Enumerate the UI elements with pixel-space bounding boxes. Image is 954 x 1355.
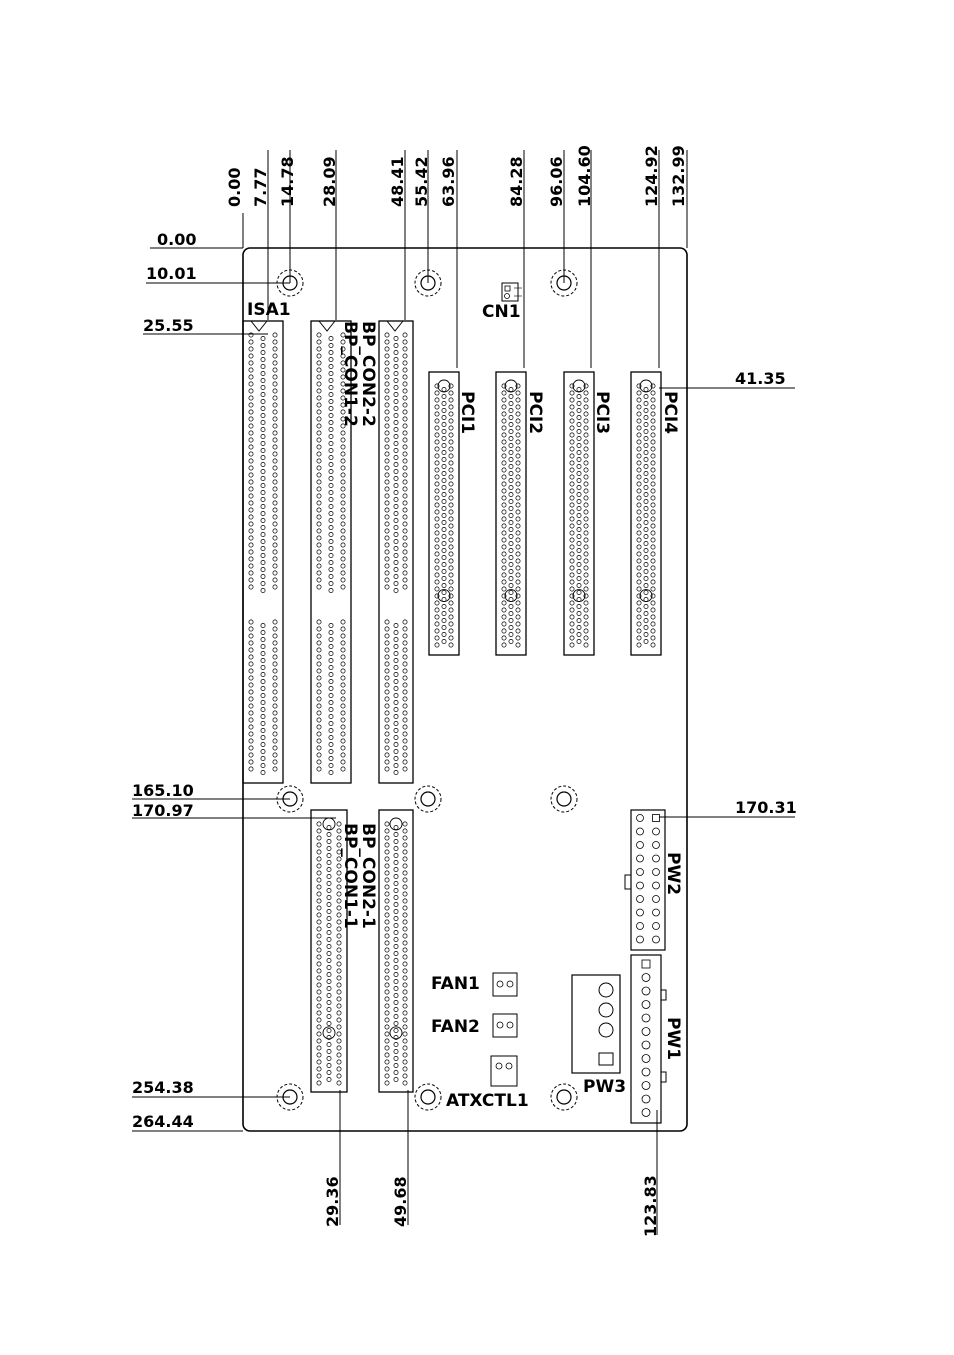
right-dimensions: 41.35 170.31 bbox=[735, 369, 797, 817]
top-dim-7: 84.28 bbox=[507, 156, 526, 207]
pci4-slot bbox=[630, 371, 662, 656]
label-bp-con1-2: BP_CON1-2 bbox=[340, 321, 360, 427]
bp-con2-2-slot bbox=[378, 320, 414, 784]
bp-con1-1-slot bbox=[310, 809, 348, 1093]
top-dim-9: 104.60 bbox=[575, 145, 594, 207]
label-pci3: PCI3 bbox=[592, 391, 612, 434]
bottom-leader-lines bbox=[339, 1090, 658, 1235]
label-bp-con2-2: BP_CON2-2 bbox=[358, 321, 378, 427]
label-atxctl1: ATXCTL1 bbox=[446, 1091, 529, 1111]
left-leader-lines bbox=[132, 247, 336, 1132]
top-dimensions: 0.00 7.77 14.78 28.09 48.41 55.42 63.96 … bbox=[225, 145, 688, 207]
mounting-hole bbox=[414, 1083, 442, 1111]
mounting-hole bbox=[550, 785, 578, 813]
bottom-dimensions: 29.36 49.68 123.83 bbox=[323, 1175, 660, 1237]
top-dim-0: 0.00 bbox=[225, 168, 244, 207]
bottom-dim-1: 49.68 bbox=[391, 1176, 410, 1227]
mounting-hole bbox=[414, 269, 442, 297]
top-dim-2: 14.78 bbox=[278, 156, 297, 207]
cn1-connector bbox=[501, 282, 522, 302]
left-dim-0: 0.00 bbox=[157, 230, 196, 249]
top-dim-3: 28.09 bbox=[320, 156, 339, 207]
top-leader-lines bbox=[242, 150, 688, 368]
mounting-hole bbox=[276, 1083, 304, 1111]
isa1-slot bbox=[242, 320, 284, 784]
left-dim-4: 170.97 bbox=[132, 801, 194, 820]
bottom-dim-0: 29.36 bbox=[323, 1176, 342, 1227]
label-pw3: PW3 bbox=[583, 1077, 626, 1097]
label-pw2: PW2 bbox=[663, 852, 683, 895]
component-labels: ISA1 CN1 BP_CON2-2 BP_CON1-2 PCI1 PCI2 P… bbox=[247, 300, 683, 1111]
left-dim-6: 264.44 bbox=[132, 1112, 194, 1131]
label-bp-con1-1: BP_CON1-1 bbox=[340, 823, 360, 929]
mounting-hole bbox=[550, 1083, 578, 1111]
label-isa1: ISA1 bbox=[247, 300, 291, 320]
pw3-connector bbox=[571, 974, 621, 1074]
top-dim-4: 48.41 bbox=[388, 156, 407, 207]
label-fan1: FAN1 bbox=[431, 974, 480, 994]
bottom-dim-2: 123.83 bbox=[641, 1175, 660, 1237]
left-dim-5: 254.38 bbox=[132, 1078, 194, 1097]
pci1-slot bbox=[428, 371, 460, 656]
label-bp-con2-1: BP_CON2-1 bbox=[358, 823, 378, 929]
top-dim-8: 96.06 bbox=[547, 156, 566, 207]
label-pw1: PW1 bbox=[663, 1017, 683, 1060]
label-fan2: FAN2 bbox=[431, 1017, 480, 1037]
left-dim-3: 165.10 bbox=[132, 781, 194, 800]
left-dim-2: 25.55 bbox=[143, 316, 194, 335]
pci2-slot bbox=[495, 371, 527, 656]
mounting-hole bbox=[276, 785, 304, 813]
fan1-header bbox=[492, 972, 518, 997]
mounting-hole bbox=[414, 785, 442, 813]
bp-con2-1-slot bbox=[378, 809, 414, 1093]
mounting-hole bbox=[550, 269, 578, 297]
top-dim-5: 55.42 bbox=[412, 156, 431, 207]
label-cn1: CN1 bbox=[482, 302, 521, 322]
slot-connectors bbox=[242, 320, 662, 1093]
top-dim-6: 63.96 bbox=[439, 156, 458, 207]
top-dim-10: 124.92 bbox=[642, 145, 661, 207]
left-dim-1: 10.01 bbox=[146, 264, 197, 283]
label-pci2: PCI2 bbox=[525, 391, 545, 434]
mounting-hole bbox=[276, 269, 304, 297]
label-pci1: PCI1 bbox=[457, 391, 477, 434]
top-dim-11: 132.99 bbox=[669, 145, 688, 207]
right-dim-0: 41.35 bbox=[735, 369, 786, 388]
label-pci4: PCI4 bbox=[660, 391, 680, 434]
atxctl1-header bbox=[490, 1055, 518, 1087]
right-leader-lines bbox=[659, 387, 795, 818]
left-dimensions: 0.00 10.01 25.55 165.10 170.97 254.38 26… bbox=[132, 230, 197, 1131]
pw1-connector bbox=[630, 954, 667, 1124]
mounting-holes bbox=[276, 269, 578, 1111]
fan2-header bbox=[492, 1013, 518, 1038]
pci3-slot bbox=[563, 371, 595, 656]
top-dim-1: 7.77 bbox=[251, 168, 270, 207]
bp-con1-2-slot bbox=[310, 320, 352, 784]
right-dim-1: 170.31 bbox=[735, 798, 797, 817]
pw2-connector bbox=[624, 809, 666, 951]
